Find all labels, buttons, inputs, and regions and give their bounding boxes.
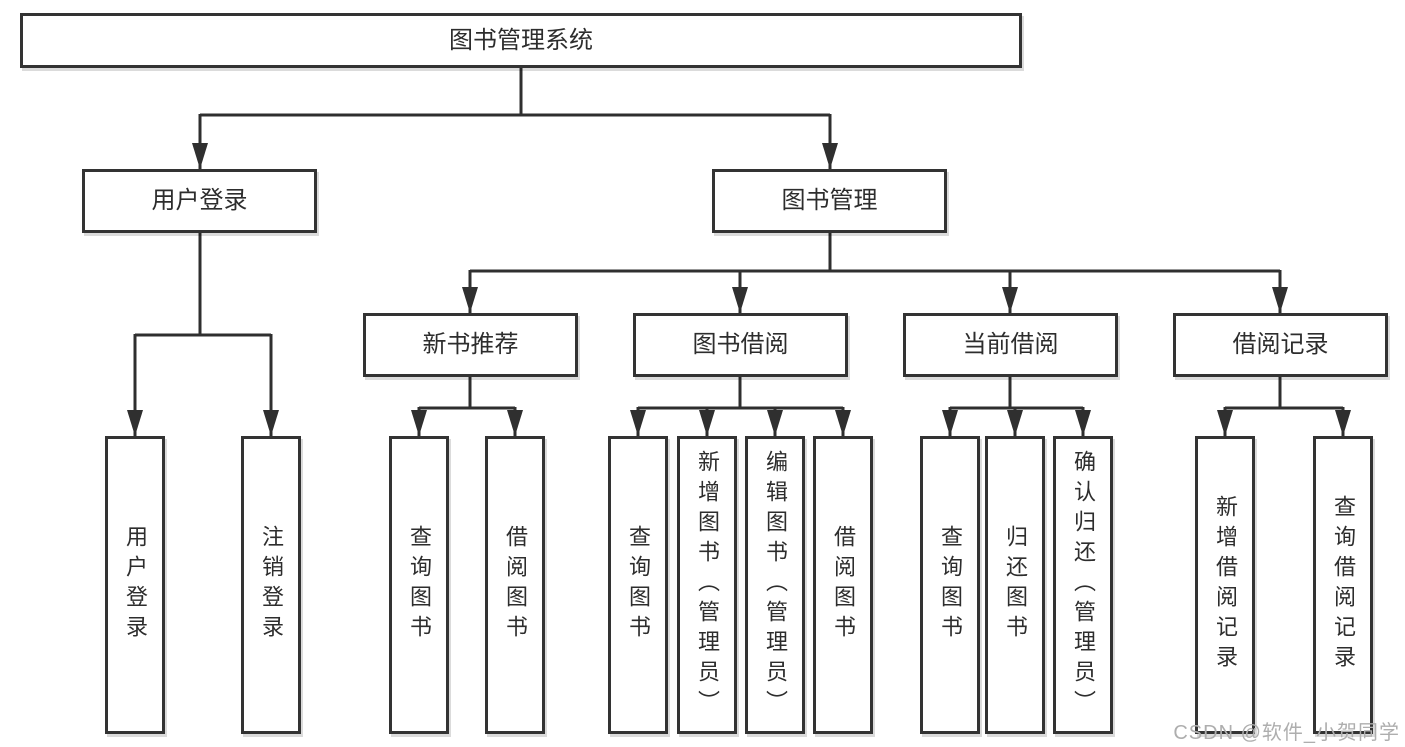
- leaf-logout-login: 注销登录: [241, 436, 301, 734]
- leaf-add-borrow-record: 新增借阅记录: [1195, 436, 1255, 734]
- connector-lines: [127, 68, 1351, 436]
- leaf-user-login: 用户登录: [105, 436, 165, 734]
- leaf-query-books-borrow: 查询图书: [608, 436, 668, 734]
- node-user-login: 用户登录: [82, 169, 317, 233]
- leaf-borrow-books-recommend: 借阅图书: [485, 436, 545, 734]
- node-root-system: 图书管理系统: [20, 13, 1022, 68]
- leaf-query-borrow-record: 查询借阅记录: [1313, 436, 1373, 734]
- node-new-book-recommend: 新书推荐: [363, 313, 578, 377]
- node-current-borrow: 当前借阅: [903, 313, 1118, 377]
- leaf-borrow-books: 借阅图书: [813, 436, 873, 734]
- node-book-management: 图书管理: [712, 169, 947, 233]
- leaf-edit-book-admin: 编辑图书（管理员）: [745, 436, 805, 734]
- leaf-confirm-return-admin: 确认归还（管理员）: [1053, 436, 1113, 734]
- leaf-query-books-recommend: 查询图书: [389, 436, 449, 734]
- leaf-query-books-current: 查询图书: [920, 436, 980, 734]
- node-book-borrow: 图书借阅: [633, 313, 848, 377]
- node-borrow-records: 借阅记录: [1173, 313, 1388, 377]
- leaf-return-book: 归还图书: [985, 436, 1045, 734]
- watermark-text: CSDN @软件_小贺同学: [1173, 722, 1400, 744]
- leaf-add-book-admin: 新增图书（管理员）: [677, 436, 737, 734]
